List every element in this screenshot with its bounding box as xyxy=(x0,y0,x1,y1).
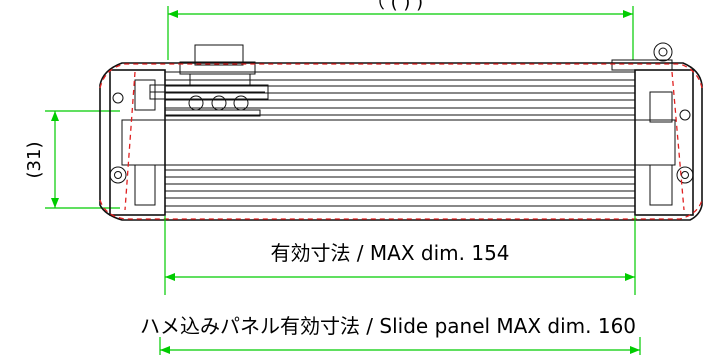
slide-panel-dimension-label: ハメ込みパネル有効寸法 / Slide panel MAX dim. 160 xyxy=(140,314,636,338)
height-dimension-label: (31) xyxy=(24,142,45,179)
effective-dimension: 有効寸法 / MAX dim. 154 xyxy=(164,216,636,295)
height-dimension: (31) xyxy=(24,110,120,209)
slide-panel-dimension: ハメ込みパネル有効寸法 / Slide panel MAX dim. 160 xyxy=(140,314,641,355)
hidden-lines xyxy=(99,63,703,220)
top-dimension: （ ( ) ) xyxy=(167,0,634,60)
top-dimension-label: （ ( ) ) xyxy=(367,0,423,13)
extrusion-body xyxy=(99,42,703,221)
effective-dimension-label: 有効寸法 / MAX dim. 154 xyxy=(270,241,509,265)
